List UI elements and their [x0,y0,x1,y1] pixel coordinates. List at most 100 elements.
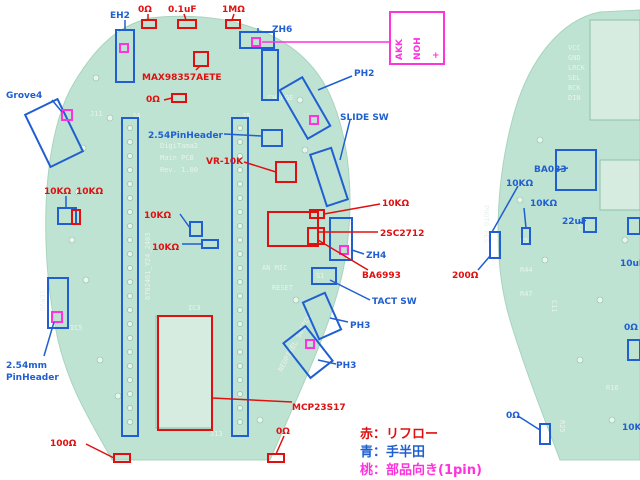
c01-box [177,19,197,29]
right-ic-chip [599,159,640,211]
label-zh4: ZH4 [366,251,386,261]
label-22uf: 22uF [562,217,587,227]
silk-r47: R47 [520,290,533,298]
ic3-body [155,315,213,429]
label-right-0b: 0Ω [506,411,520,421]
label-ph3-a: PH3 [350,321,370,331]
pink-markers [51,37,349,349]
label-200: 200Ω [452,271,479,281]
10k-ab-box [57,207,77,225]
label-c01uf: 0.1uF [168,5,197,15]
zh4-pin1 [339,245,349,255]
label-pin254: 2.54mm [6,361,47,371]
r0-top-box [141,19,157,29]
silk-c3: C3 [578,224,586,232]
label-r0-mid: 0Ω [146,95,160,105]
r10k-b-red [71,209,81,225]
orientation-callout-box [389,11,445,65]
label-pinheader: 2.54PinHeader [148,131,224,141]
label-right-10k-a: 10KΩ [506,179,533,189]
silk-reset: RESET [272,284,294,292]
ph2-box [278,75,332,141]
legend-blue: 青：手半田 [360,444,425,460]
right-pin-label: VCC [568,44,581,52]
blue-markers [23,29,640,445]
right-0a-box [627,339,640,361]
j5-box [231,117,249,437]
label-mcp: MCP23S17 [292,403,346,413]
pinheader-box [261,129,283,147]
label-ph3-b: PH3 [336,361,356,371]
zh6-box [239,31,275,49]
blue-leaders [43,20,585,431]
pinheader-pin1 [51,311,63,323]
label-r0-top: 0Ω [138,5,152,15]
ph3-b-box [282,324,334,380]
label-10k-d: 10KΩ [152,243,179,253]
right-10uf-box [627,217,640,235]
noh-label: NOH [413,37,423,60]
eh2-pin1 [119,43,129,53]
plus-label: + [432,51,440,61]
silk-c11: C11 [550,300,558,313]
zh4-box [329,217,353,261]
legend-red: 赤：リフロー [360,426,438,442]
ph2-pin1 [309,115,319,125]
right-pin-label: LRCK [568,64,586,72]
label-eh2: EH2 [110,11,130,21]
label-pinheader2: PinHeader [6,373,59,383]
label-right-10k-edge: 10K [622,423,640,433]
label-ba033: BA033 [534,165,567,175]
silk-j5: J5 [242,112,250,120]
silk-j4: J4 [132,112,140,120]
silk-j11: J11 [90,110,103,118]
ph3-a-box [301,291,343,341]
right-pin-label: BCK [568,84,581,92]
silk-servo: SERVO [38,290,46,311]
label-ba6993: BA6993 [362,271,401,281]
label-r100: 100Ω [50,439,77,449]
label-slide: SLIDE SW [340,113,389,123]
silk-anmic: AN MIC [262,264,287,272]
label-10k-b: 10KΩ [76,187,103,197]
grove4-box [23,97,85,169]
right-pin-labels: VCC GND LRCK SEL BCK DIN [568,44,586,102]
grove-pin1 [61,109,73,121]
akk-label: AKK [395,38,405,60]
tact-box [311,267,337,285]
right-200-box [489,231,501,259]
j4-box [121,117,139,437]
silk-ic5: IC5 [70,324,83,332]
label-10k-a: 10KΩ [44,187,71,197]
right-22uf-box [583,217,597,233]
silk-charge: CHARGE [268,94,293,102]
ph3-pin1 [305,339,315,349]
label-tact: TACT SW [372,297,417,307]
silk-s1: S1 [316,272,324,280]
silk-j13: J13 [210,430,223,438]
label-max: MAX98357AETE [142,73,222,83]
label-r0-bottom: 0Ω [276,427,290,437]
slide-sw-box [308,146,350,208]
pin-header-j5 [237,125,243,425]
legend-pink: 桃：部品向き(1pin) [360,462,482,478]
silk-date: 6702461_Y24_2403 [144,233,152,300]
right-pin-label: GND [568,54,581,62]
right-pin-label: SEL [568,74,581,82]
pin-header-j4 [127,125,133,425]
label-right-0a: 0Ω [624,323,638,333]
legend: 赤：リフロー 青：手半田 桃：部品向き(1pin) [360,426,482,478]
label-10k-c: 10KΩ [144,211,171,221]
silk-r44: R44 [520,266,533,274]
label-right-10k-b: 10KΩ [530,199,557,209]
silk-subtitle: Main PCB [160,154,194,162]
label-r1m: 1MΩ [222,5,245,15]
sc-chip-box [307,227,325,245]
label-vr: VR-10K [206,157,244,167]
10k-c-box [189,221,203,237]
label-2sc2712: 2SC2712 [380,229,424,239]
silk-title: DigiTama2 [160,142,198,150]
right-pcb-board [497,9,640,461]
silk-ic3: IC3 [188,304,201,312]
pinheader-254-box [47,277,69,329]
